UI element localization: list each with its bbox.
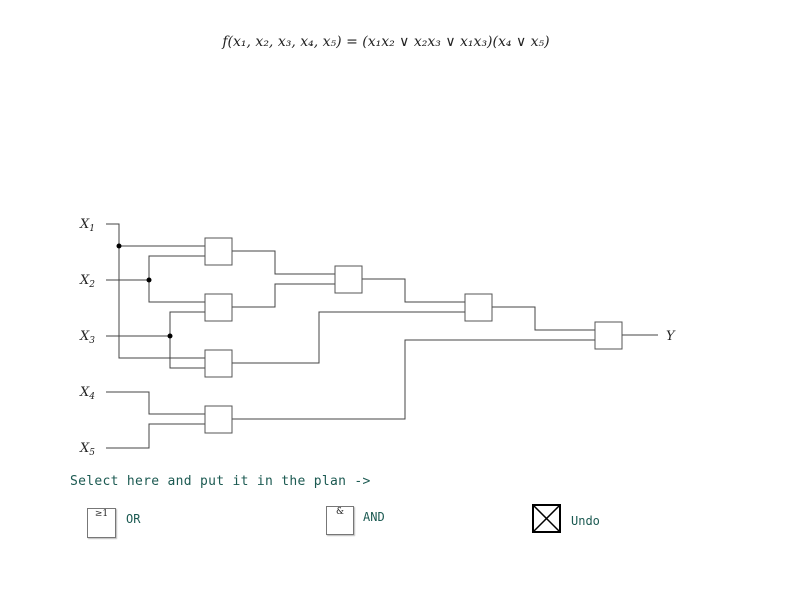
wire [148, 255, 205, 303]
and-symbol: & [335, 507, 344, 517]
input-label-x4: X4 [79, 385, 95, 402]
wire [492, 306, 595, 331]
or-label: OR [126, 512, 141, 526]
and-label: AND [363, 510, 385, 524]
undo-label: Undo [571, 514, 600, 528]
input-label-x3: X3 [79, 329, 95, 346]
gate-slot[interactable] [204, 405, 233, 434]
gate-slots [204, 237, 623, 434]
gate-slot[interactable] [204, 349, 233, 378]
wire [232, 339, 595, 420]
junction-dot [167, 333, 173, 339]
and-gate-button[interactable]: & AND [325, 505, 405, 537]
formula: f(x₁, x₂, x₃, x₄, x₅) = (x₁x₂ ∨ x₂x₃ ∨ x… [222, 34, 550, 50]
or-gate-button[interactable]: ≥1 OR [86, 507, 166, 539]
wire [106, 391, 205, 415]
undo-button[interactable]: Undo [532, 504, 622, 536]
input-label-x5: X5 [79, 441, 95, 458]
x-box-icon [532, 504, 561, 533]
input-label-x1: X1 [79, 217, 95, 234]
gate-slot[interactable] [334, 265, 363, 294]
wire [232, 250, 335, 275]
wires [106, 223, 658, 449]
output-label: Y [666, 329, 676, 344]
junction-dot [116, 243, 122, 249]
wire [362, 278, 465, 303]
wire [169, 311, 205, 336]
or-symbol: ≥1 [94, 509, 109, 519]
gate-slot[interactable] [594, 321, 623, 350]
wire [106, 423, 205, 449]
gate-slot[interactable] [464, 293, 493, 322]
instruction-text: Select here and put it in the plan -> [70, 474, 371, 489]
or-gate-icon: ≥1 [87, 508, 116, 538]
wire [106, 223, 205, 359]
gate-slot[interactable] [204, 293, 233, 322]
input-labels: X1 X2 X3 X4 X5 Y [79, 217, 676, 458]
junction-dot [146, 277, 152, 283]
and-gate-icon: & [326, 506, 354, 535]
wire [106, 335, 205, 369]
wire [232, 311, 465, 364]
wire [232, 283, 335, 308]
junction-dots [116, 243, 173, 339]
input-label-x2: X2 [79, 273, 95, 290]
gate-slot[interactable] [204, 237, 233, 266]
